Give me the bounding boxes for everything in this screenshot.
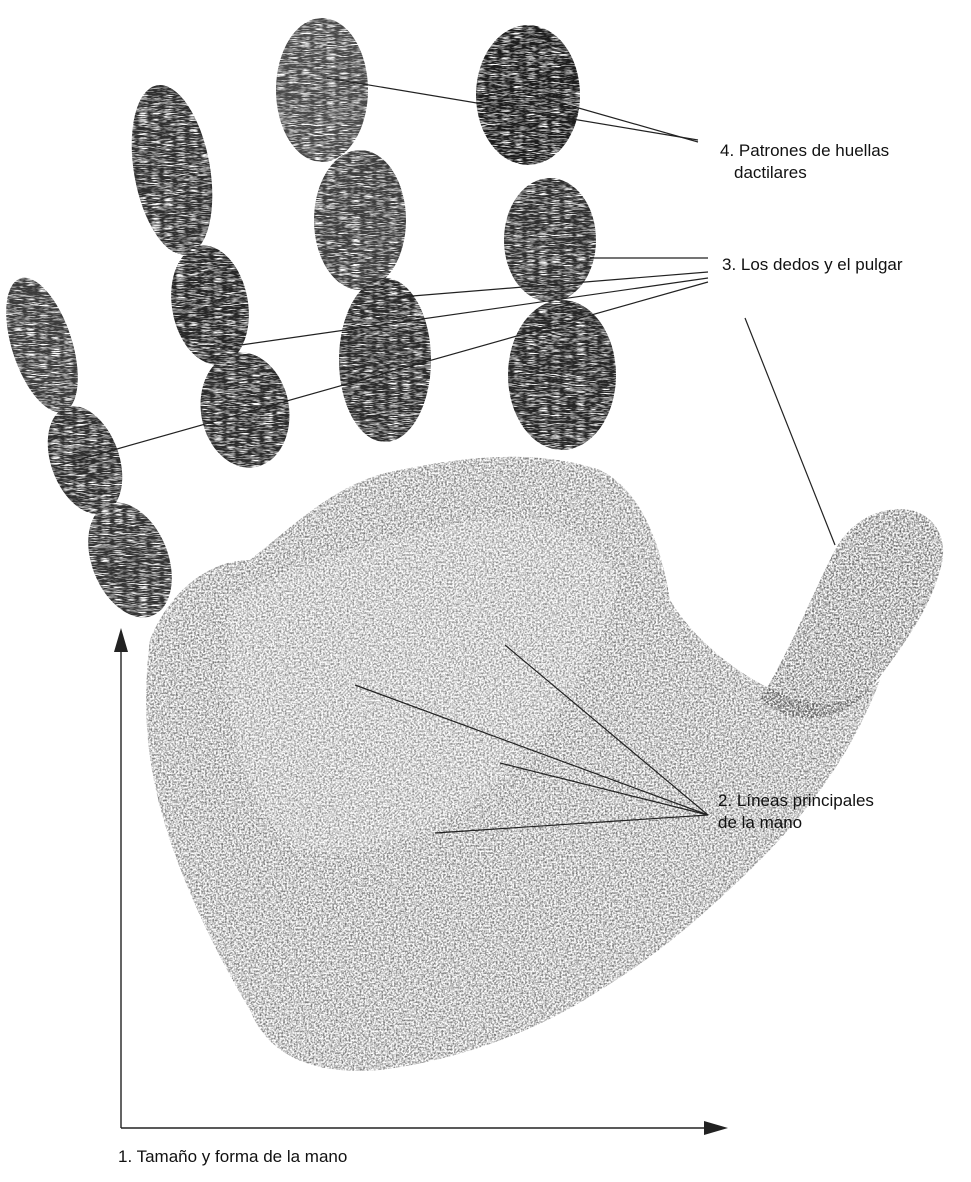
label-fingers-thumb: 3. Los dedos y el pulgar: [722, 254, 903, 276]
horizontal-arrowhead-icon: [704, 1121, 728, 1135]
label-principal-lines-line2: de la mano: [718, 812, 874, 834]
thumb-print: [760, 509, 943, 718]
index-finger-print: [476, 25, 616, 450]
label-principal-lines: 2. Líneas principales de la mano: [718, 790, 874, 834]
label-fingers-thumb-line1: 3. Los dedos y el pulgar: [722, 254, 903, 276]
label-principal-lines-line1: 2. Líneas principales: [718, 790, 874, 812]
palm-print: [146, 457, 880, 1071]
label-fingerprint-patterns-line2: dactilares: [720, 162, 889, 184]
vertical-arrowhead-icon: [114, 628, 128, 652]
label-fingerprint-patterns-line1: 4. Patrones de huellas: [720, 140, 889, 162]
middle-finger-print: [276, 18, 431, 442]
label-fingerprint-patterns: 4. Patrones de huellas dactilares: [720, 140, 889, 184]
label-hand-size-shape-line1: 1. Tamaño y forma de la mano: [118, 1146, 347, 1168]
label-hand-size-shape: 1. Tamaño y forma de la mano: [118, 1146, 347, 1168]
ring-finger-print: [120, 79, 299, 475]
little-finger-print: [0, 269, 188, 630]
